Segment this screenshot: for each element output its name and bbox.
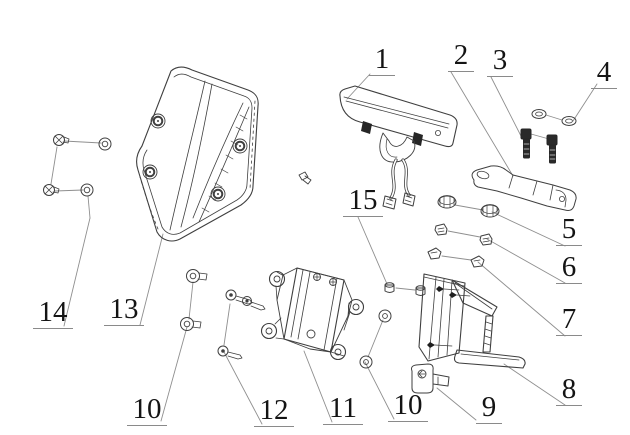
callout-5: 5 [556,214,582,246]
callout-12-text: 12 [259,394,289,426]
callout-3-text: 3 [492,44,508,76]
screw-washer-set-drawing [43,134,112,197]
callout-10-left-text: 10 [132,393,162,425]
callout-11: 11 [323,393,363,425]
callout-8: 8 [556,374,582,406]
windscreen-grommet-icon [142,113,248,202]
callout-6: 6 [556,252,582,284]
socket-bolt-icon [520,128,558,164]
washer-small-icon [359,309,392,369]
callout-5-text: 5 [561,213,577,245]
rubber-grommet-icon [437,195,500,218]
callout-6-text: 6 [561,251,577,283]
dash-bracket-drawing [418,273,526,369]
leader-lines [50,71,598,425]
washer-icon [531,109,577,126]
tapping-screw-icon [217,289,266,360]
callout-1-text: 1 [374,43,390,75]
callout-15: 15 [343,185,383,217]
callout-1: 1 [369,44,395,76]
callout-10-right-text: 10 [393,389,423,421]
windscreen-drawing [136,66,259,242]
callout-13-text: 13 [109,293,139,325]
callout-9: 9 [476,392,502,424]
clip-icon [427,247,485,268]
callout-4: 4 [591,57,617,89]
clamp-bracket-drawing [411,363,450,394]
wire-connector-icon [382,192,416,210]
callout-14: 14 [33,297,73,329]
callout-7: 7 [556,304,582,336]
support-arm-drawing [471,165,577,211]
callout-14-text: 14 [38,296,68,328]
callout-9-text: 9 [481,391,497,423]
callout-8-text: 8 [561,373,577,405]
cap-nut-icon [180,269,208,331]
square-nut-icon [434,223,493,246]
callout-11-text: 11 [329,392,357,424]
callout-10-left: 10 [127,394,167,426]
small-screw-drawing [298,171,312,185]
callout-4-text: 4 [596,56,612,88]
callout-2-text: 2 [453,39,469,71]
callout-10-right: 10 [388,390,428,422]
callout-2: 2 [448,40,474,72]
callout-12: 12 [254,395,294,427]
instrument-cluster-drawing [339,85,458,210]
callout-7-text: 7 [561,303,577,335]
spacer-icon [384,282,426,296]
callout-15-text: 15 [348,184,378,216]
meter-mount-bracket-drawing [260,267,365,361]
callout-3: 3 [487,45,513,77]
callout-13: 13 [104,294,144,326]
